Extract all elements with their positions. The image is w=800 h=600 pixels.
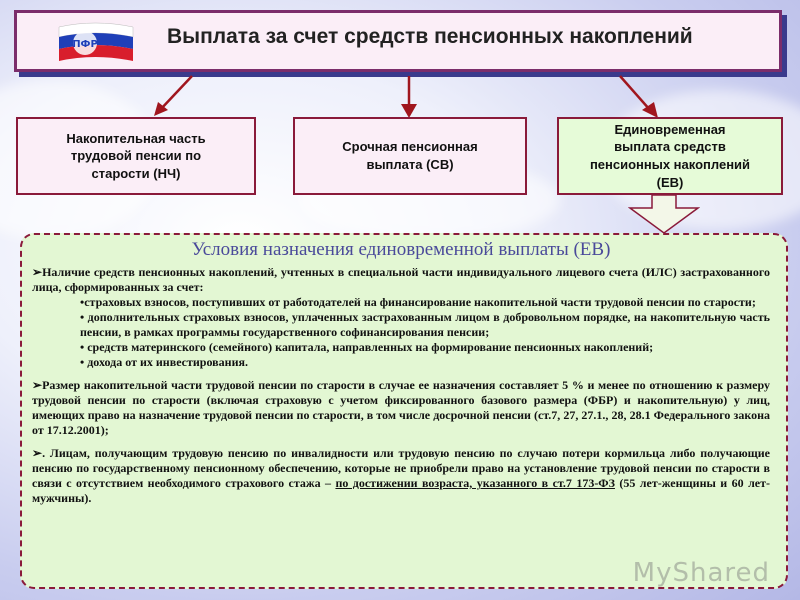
- conditions-panel: Условия назначения единовременной выплат…: [20, 233, 788, 589]
- condition-1-item: •страховых взносов, поступивших от работ…: [80, 295, 756, 309]
- condition-2: ➢Размер накопительной части трудовой пен…: [32, 378, 770, 437]
- arrow-to-ev-icon: [619, 75, 658, 118]
- conditions-title: Условия назначения единовременной выплат…: [191, 239, 611, 260]
- box-sv: Срочная пенсионная выплата (СВ): [293, 117, 527, 195]
- pfr-logo-icon: ПФР: [58, 22, 134, 61]
- condition-1: ➢Наличие средств пенсионных накоплений, …: [32, 265, 770, 294]
- condition-1-item: • средств материнского (семейного) капит…: [80, 340, 654, 354]
- svg-text:ПФР: ПФР: [72, 39, 98, 50]
- arrow-to-nch-icon: [154, 75, 193, 116]
- header-banner: ПФР Выплата за счет средств пенсионных н…: [14, 10, 782, 72]
- condition-1-item: • дополнительных страховых взносов, упла…: [80, 310, 770, 339]
- condition-3: ➢. Лицам, получающим трудовую пенсию по …: [32, 446, 771, 505]
- arrow-to-sv-icon: [401, 76, 417, 118]
- down-arrow-icon: [628, 194, 700, 234]
- condition-1-item: • дохода от их инвестирования.: [80, 355, 248, 369]
- watermark-text: MyShared: [632, 558, 770, 588]
- box-nch: Накопительная часть трудовой пенсии по с…: [16, 117, 256, 195]
- page-title: Выплата за счет средств пенсионных накоп…: [167, 25, 693, 48]
- box-ev: Единовременная выплата средств пенсионны…: [557, 117, 783, 195]
